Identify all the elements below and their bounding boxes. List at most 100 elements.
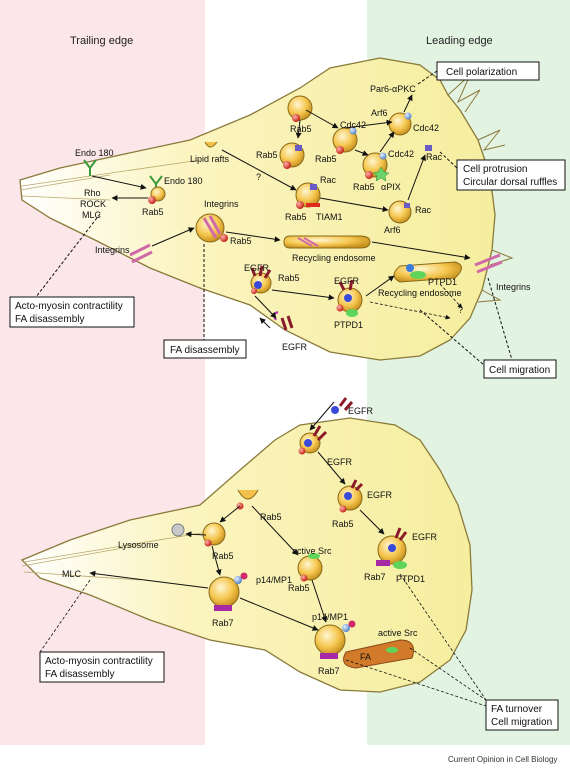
mlc-label-b: MLC — [62, 569, 82, 579]
egfr-label-b4: EGFR — [412, 532, 438, 542]
svg-text:Cell polarization: Cell polarization — [446, 67, 517, 78]
fa-disassembly-box: FA disassembly — [163, 339, 247, 359]
vesicle-rab5-cdc42-apix — [362, 152, 390, 182]
rock-label: ROCK — [80, 199, 106, 209]
svg-text:Cell protrusion: Cell protrusion — [463, 164, 527, 175]
actomyosin-box-bottom: Acto-myosin contractility FA disassembly — [39, 651, 165, 683]
question-label-1: ? — [256, 172, 261, 182]
recycling-endosome-top — [283, 235, 371, 249]
vesicle-p14-rab7-b — [314, 620, 356, 659]
cdc42-label-3: Cdc42 — [413, 123, 439, 133]
cdc42-label-2: Cdc42 — [388, 149, 414, 159]
vesicle-rab5-cdc42-a — [332, 127, 358, 154]
endo180-label-b: Endo 180 — [164, 176, 203, 186]
rac-membrane — [425, 145, 432, 151]
egfr-vesicle-ptpd1 — [336, 279, 363, 317]
lipid-rafts-label: Lipid rafts — [190, 154, 230, 164]
rac-label-1: Rac — [320, 175, 337, 185]
integrins-label-trailing: Integrins — [95, 245, 130, 255]
rab5-label-endo: Rab5 — [142, 207, 164, 217]
fa-turnover-box: FA turnover Cell migration — [485, 699, 559, 731]
rab5-label-1: Rab5 — [290, 124, 312, 134]
svg-text:Acto-myosin contractility: Acto-myosin contractility — [15, 301, 123, 312]
rab7-label-2: Rab7 — [318, 666, 340, 676]
migration-connector-a — [487, 277, 513, 361]
egfr-membrane-vesicle — [250, 265, 272, 294]
svg-text:FA disassembly: FA disassembly — [45, 669, 114, 680]
question-label-2: ? — [458, 305, 463, 315]
egfr-label-2: EGFR — [334, 276, 360, 286]
rab5-label-2: Rab5 — [256, 150, 278, 160]
svg-text:Cell migration: Cell migration — [489, 365, 550, 376]
fa-label: FA — [360, 652, 371, 662]
rab5-label-integrin: Rab5 — [230, 236, 252, 246]
arf6-label-2: Arf6 — [384, 225, 401, 235]
egfr-label-1: EGFR — [244, 263, 270, 273]
vesicle-egfr-rab5-b — [337, 479, 364, 513]
rab5-label-egfr: Rab5 — [278, 273, 300, 283]
p14-label-1: p14/MP1 — [256, 575, 292, 585]
svg-text:FA turnover: FA turnover — [491, 704, 543, 715]
migration-connector-b — [419, 309, 485, 366]
integrin-leading — [474, 253, 503, 274]
cdc42-label-1: Cdc42 — [340, 120, 366, 130]
integrins-label-vesicle: Integrins — [204, 199, 239, 209]
vesicle-rab5-b1 — [202, 522, 226, 547]
mlc-label: MLC — [82, 210, 102, 220]
ptpd1-label-2: PTPD1 — [428, 277, 457, 287]
trailing-edge-header: Trailing edge — [70, 35, 133, 47]
rho-label: Rho — [84, 188, 101, 198]
egfr-label-3: EGFR — [282, 342, 308, 352]
ptpd1-label-1: PTPD1 — [334, 320, 363, 330]
integrin-trailing — [129, 243, 153, 264]
lysosome — [171, 523, 185, 537]
cell-protrusion-box: Cell protrusion Circular dorsal ruffles — [456, 159, 566, 191]
ptpd1-label-b: PTPD1 — [396, 574, 425, 584]
egfr-label-b2: EGFR — [327, 457, 353, 467]
cell-migration-box-top: Cell migration — [483, 359, 557, 379]
actomyosin-connector-top — [35, 213, 101, 298]
svg-text:FA disassembly: FA disassembly — [170, 345, 239, 356]
vesicle-endo180 — [148, 186, 166, 204]
vesicle-arf6-cdc42 — [388, 112, 412, 136]
rab5-label-3: Rab5 — [315, 154, 337, 164]
recycling-endosome-label-2: Recycling endosome — [378, 288, 462, 298]
vesicle-integrin — [195, 213, 228, 243]
rac-label-2: Rac — [415, 205, 432, 215]
tiam1-label: TIAM1 — [316, 212, 343, 222]
recycling-endosome-label-1: Recycling endosome — [292, 253, 376, 263]
vesicle-rab5-rac-a — [279, 142, 305, 169]
apix-label: αPIX — [381, 182, 401, 192]
arf6-label-1: Arf6 — [371, 108, 388, 118]
lipid-raft-pit — [204, 141, 218, 148]
vesicle-rac-tiam1 — [295, 182, 321, 209]
active-src-label-2: active Src — [378, 628, 418, 638]
actomyosin-box-top: Acto-myosin contractility FA disassembly — [9, 296, 135, 328]
lysosome-label: Lysosome — [118, 540, 159, 550]
top-cell-trailing-lines — [19, 159, 201, 201]
active-src-label-1: active Src — [292, 546, 332, 556]
svg-text:Circular dorsal ruffles: Circular dorsal ruffles — [463, 177, 557, 188]
endo180-label-a: Endo 180 — [75, 148, 114, 158]
p14-label-2: p14/MP1 — [312, 612, 348, 622]
rab5-label-4: Rab5 — [353, 182, 375, 192]
protrusion-connector — [439, 151, 458, 169]
top-dashed-arrows — [369, 283, 463, 320]
svg-text:FA disassembly: FA disassembly — [15, 314, 84, 325]
rab5-label-b2: Rab5 — [332, 519, 354, 529]
egfr-label-b1: EGFR — [348, 406, 374, 416]
rac-label-3: Rac — [426, 152, 443, 162]
par6-label: Par6-αPKC — [370, 84, 416, 94]
focal-adhesion — [343, 639, 414, 669]
vesicle-p14-rab7-a — [208, 572, 248, 611]
rab7-label-3: Rab7 — [364, 572, 386, 582]
rab5-label-b1: Rab5 — [260, 512, 282, 522]
rab5-label-5: Rab5 — [285, 212, 307, 222]
recycling-endosome-egfr — [393, 261, 462, 283]
egfr-outside — [331, 397, 354, 414]
svg-text:Acto-myosin contractility: Acto-myosin contractility — [45, 656, 153, 667]
vesicle-rab5-src — [297, 553, 323, 582]
egfr-label-b3: EGFR — [367, 490, 393, 500]
rab5-label-b4: Rab5 — [288, 583, 310, 593]
